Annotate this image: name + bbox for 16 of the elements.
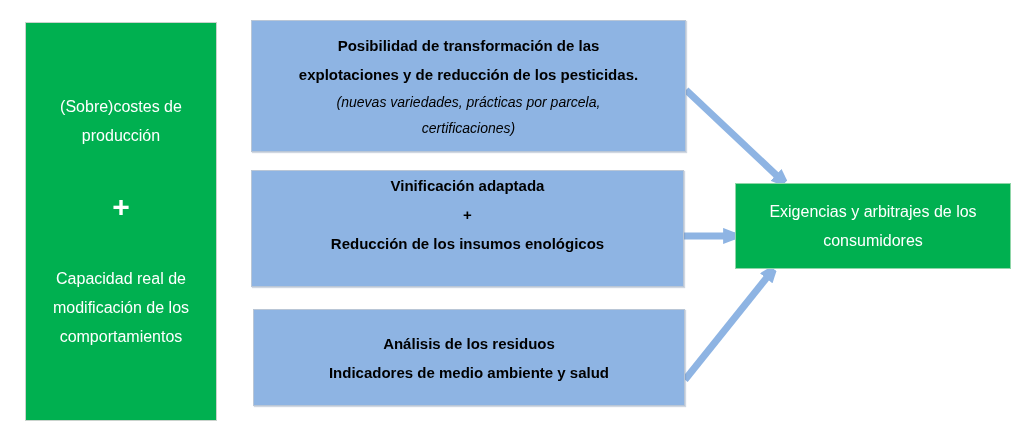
box-text: (Sobre)costes de producción (59, 97, 183, 146)
box-text: Reducción de los insumos enológicos (330, 234, 605, 254)
factor-panel (25, 22, 217, 421)
box-text: Posibilidad de transformación de las explotaciones y de reducción de los pesticidas. (297, 36, 640, 85)
result-box (735, 183, 1011, 269)
process-box (253, 309, 685, 406)
plus-sign: + (112, 194, 130, 220)
plus-sign: + (463, 205, 472, 225)
box-text: Exigencias y arbitrajes de los consumidores (768, 202, 978, 251)
box-text: Indicadores de medio ambiente y salud (328, 362, 610, 383)
box-text: Capacidad real de modificación de los comportamientos (51, 269, 191, 347)
box-text: Vinificación adaptada (390, 176, 545, 196)
box-note: (nuevas variedades, prácticas por parcela, certificaciones) (335, 93, 602, 138)
process-box (251, 20, 686, 152)
process-box (251, 170, 684, 287)
box-text: Análisis de los residuos (383, 333, 555, 354)
